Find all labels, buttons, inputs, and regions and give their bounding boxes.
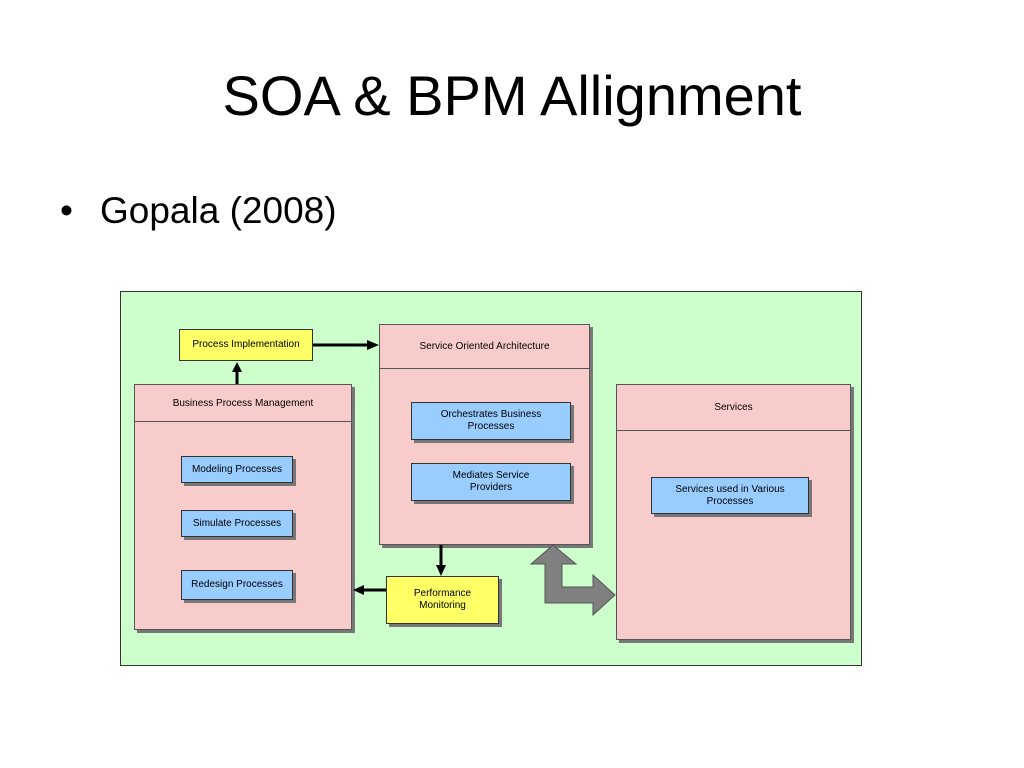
arrow-to-process-implementation-head — [232, 362, 242, 372]
redesign-processes-box: Redesign Processes — [181, 570, 293, 600]
bullet-dot: • — [60, 190, 73, 231]
arrow-to-bpm-head — [353, 585, 364, 595]
mediates-service-providers-box: Mediates Service Providers — [411, 463, 571, 501]
slide-title: SOA & BPM Allignment — [222, 64, 802, 127]
arrow-to-performance-monitoring-head — [436, 565, 446, 576]
soa-panel-title: Service Oriented Architecture — [380, 325, 589, 369]
performance-monitoring-box: Performance Monitoring — [386, 576, 499, 624]
orchestrates-business-processes-box: Orchestrates Business Processes — [411, 402, 571, 440]
bpm-panel-title: Business Process Management — [135, 385, 351, 422]
services-used-box: Services used in Various Processes — [651, 477, 809, 514]
process-implementation-box: Process Implementation — [179, 329, 313, 361]
services-panel-title: Services — [617, 385, 850, 431]
arrow-to-soa-head — [367, 340, 379, 350]
bullet-item: • Gopala (2008) — [60, 186, 337, 236]
modeling-processes-box: Modeling Processes — [181, 456, 293, 483]
simulate-processes-box: Simulate Processes — [181, 510, 293, 537]
soa-bpm-diagram: Process Implementation Business Process … — [120, 291, 862, 666]
bullet-text: Gopala (2008) — [100, 190, 337, 231]
soa-services-double-arrow — [529, 544, 616, 617]
